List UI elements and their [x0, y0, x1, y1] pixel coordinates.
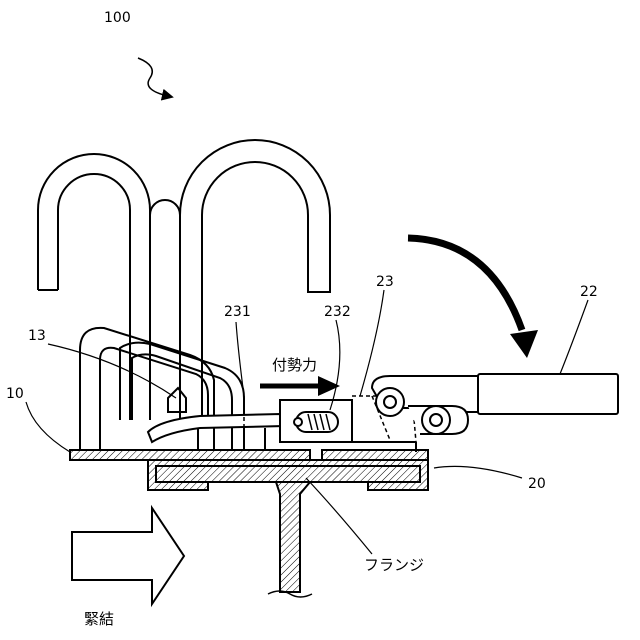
leader-100	[138, 58, 168, 96]
fastening-arrow	[72, 508, 184, 604]
label-bias-force: 付勢力	[272, 356, 317, 374]
base-plate-right	[322, 450, 428, 460]
label-231: 231	[224, 304, 251, 320]
label-23: 23	[376, 274, 394, 290]
hook-left	[38, 154, 150, 420]
label-100: 100	[104, 10, 131, 26]
rotation-arrowhead	[510, 330, 538, 358]
tongue-rods	[198, 428, 265, 450]
hook-tongue	[148, 414, 284, 442]
lever-handle-22	[478, 374, 618, 414]
label-232: 232	[324, 304, 351, 320]
label-20: 20	[528, 476, 546, 492]
label-10: 10	[6, 386, 24, 402]
flange-stem	[276, 482, 310, 592]
label-13: 13	[28, 328, 46, 344]
hook-gap-line	[150, 200, 180, 240]
label-fastening: 緊結	[84, 610, 114, 628]
base-plate	[70, 450, 310, 460]
latch-part-13	[168, 388, 186, 412]
label-flange: フランジ	[364, 556, 424, 574]
label-22: 22	[580, 284, 598, 300]
lever-arm	[372, 376, 478, 434]
rotation-arrow	[408, 238, 522, 330]
